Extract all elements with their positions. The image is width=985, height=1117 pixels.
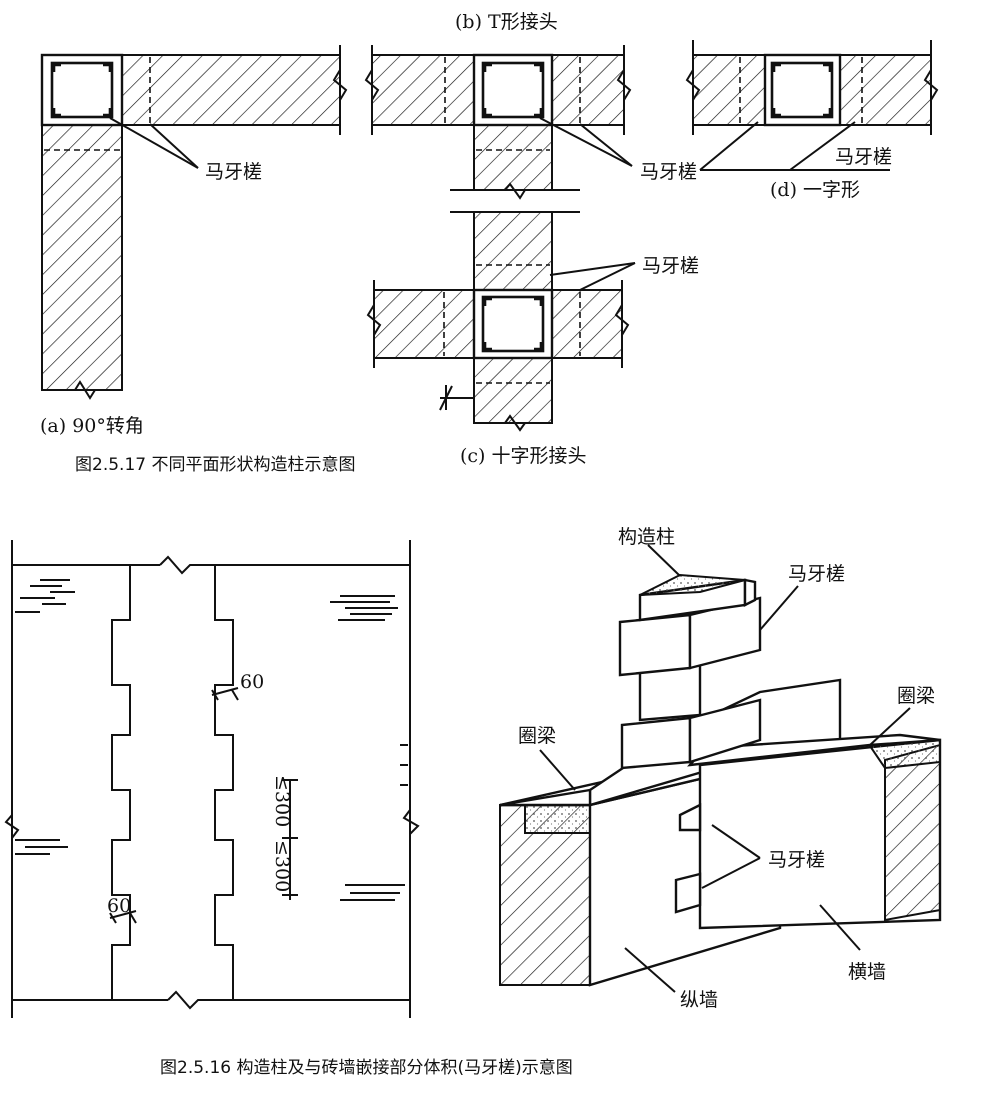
caption-fig-2-5-17: 图2.5.17 不同平面形状构造柱示意图 [75, 455, 355, 475]
caption-fig-2-5-16: 图2.5.16 构造柱及与砖墙嵌接部分体积(马牙槎)示意图 [160, 1058, 573, 1078]
dim-60-bottom: 60 [107, 895, 131, 917]
toothed-column-elevation: 60 60 ≤300 ≤300 [4, 540, 420, 1018]
label-maya-a: 马牙槎 [205, 161, 262, 183]
label-maya-b: 马牙槎 [640, 161, 697, 183]
label-hengqiang: 横墙 [848, 961, 886, 983]
isometric-wall-diagram [499, 573, 942, 987]
corner-90-diagram [40, 45, 348, 400]
label-maya-c: 马牙槎 [642, 255, 699, 277]
label-cross: (c) 十字形接头 [460, 445, 587, 467]
straight-wall-diagram [685, 40, 939, 135]
dim-60-top: 60 [240, 671, 264, 693]
label-maya-d: 马牙槎 [835, 146, 892, 168]
label-quanliang-left: 圈梁 [518, 725, 556, 747]
label-quanliang-right: 圈梁 [897, 685, 935, 707]
label-zongqiang: 纵墙 [680, 989, 718, 1011]
t-junction-diagram [364, 45, 632, 213]
label-corner: (a) 90°转角 [40, 415, 144, 437]
dim-300-lower: ≤300 [271, 775, 293, 827]
label-t-junction: (b) T形接头 [455, 11, 558, 33]
column-section [50, 61, 114, 119]
dim-300-upper: ≤300 [271, 840, 293, 892]
label-maya-bottom: 马牙槎 [768, 849, 825, 871]
label-maya-top: 马牙槎 [788, 563, 845, 585]
label-gouzaozhu: 构造柱 [618, 526, 675, 548]
cross-junction-diagram [366, 211, 630, 432]
label-straight: (d) 一字形 [770, 179, 860, 201]
